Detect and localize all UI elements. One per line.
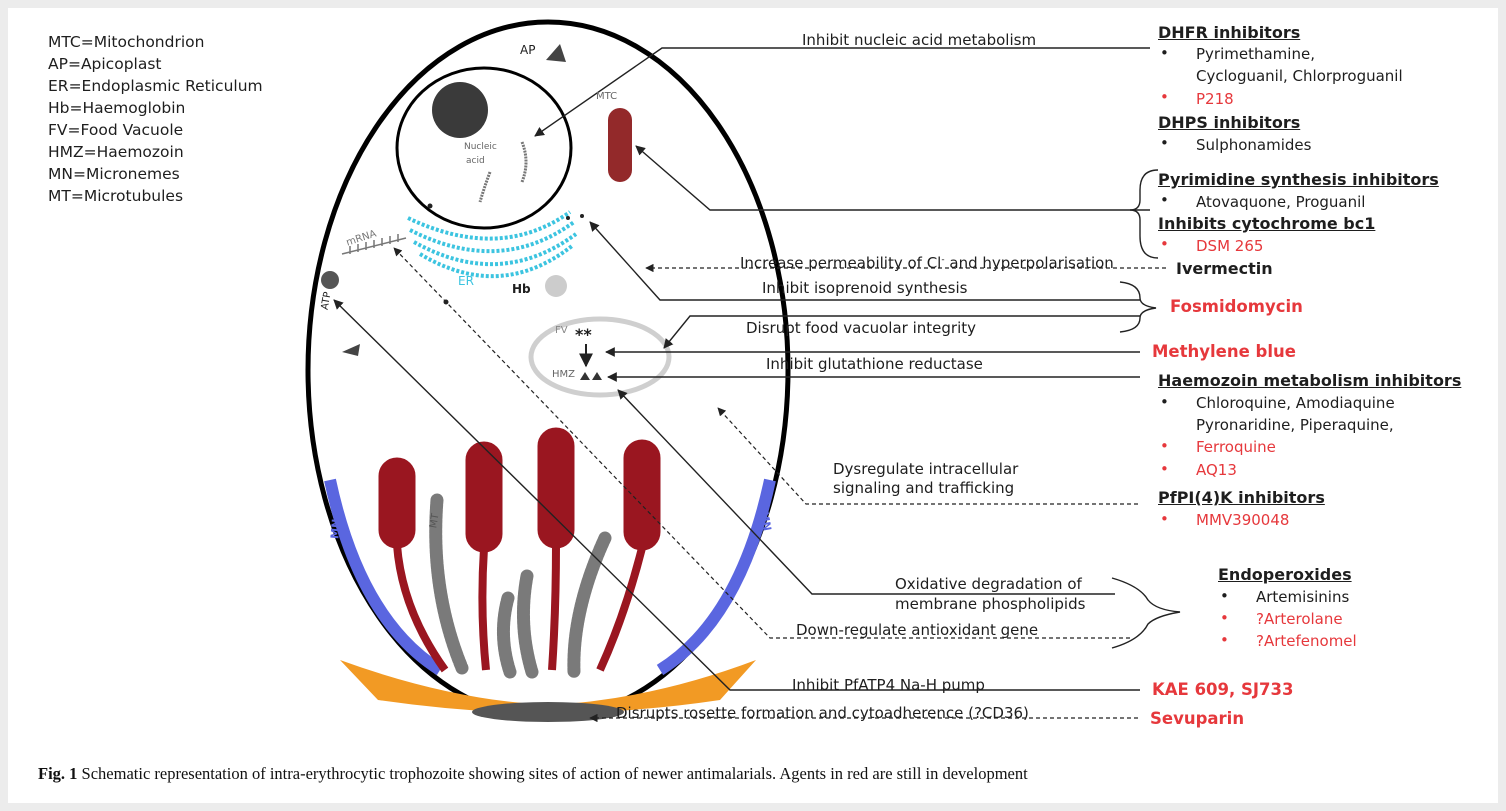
drug-header-dhfr: DHFR inhibitors bbox=[1158, 24, 1300, 42]
action-isoprenoid: Inhibit isoprenoid synthesis bbox=[762, 279, 967, 297]
drug-header-dhps: DHPS inhibitors bbox=[1158, 114, 1300, 132]
figure-caption: Fig. 1 Schematic representation of intra… bbox=[38, 765, 1478, 783]
drug-artemisinins: Artemisinins bbox=[1256, 588, 1349, 606]
drug-atovaquone: Atovaquone, Proguanil bbox=[1196, 193, 1365, 211]
label-acid: acid bbox=[466, 152, 485, 170]
drug-fosmidomycin: Fosmidomycin bbox=[1170, 298, 1303, 316]
legend-fv: FV=Food Vacuole bbox=[48, 121, 183, 139]
bullet: • bbox=[1220, 609, 1229, 627]
drug-sulphonamides: Sulphonamides bbox=[1196, 136, 1311, 154]
action-dysregulate-2: signaling and trafficking bbox=[833, 479, 1014, 497]
label-mt: MT bbox=[425, 512, 445, 530]
drug-header-pfpi4k: PfPI(4)K inhibitors bbox=[1158, 489, 1325, 507]
atp-shape bbox=[321, 271, 339, 289]
drug-mmv390048: MMV390048 bbox=[1196, 511, 1289, 529]
bullet: • bbox=[1220, 587, 1229, 605]
bullet: • bbox=[1160, 191, 1169, 209]
action-rosette: Disrupts rosette formation and cytoadher… bbox=[616, 704, 1029, 722]
legend-mt: MT=Microtubules bbox=[48, 187, 183, 205]
drug-header-bc1: Inhibits cytochrome bc1 bbox=[1158, 215, 1375, 233]
action-dysregulate-1: Dysregulate intracellular bbox=[833, 460, 1018, 478]
bullet: • bbox=[1160, 460, 1169, 478]
label-stars: ** bbox=[575, 326, 592, 344]
bullet: • bbox=[1160, 510, 1169, 528]
bullet: • bbox=[1160, 393, 1169, 411]
label-hmz: HMZ bbox=[552, 366, 575, 384]
label-fv: FV bbox=[555, 322, 568, 340]
bullet: • bbox=[1220, 631, 1229, 649]
drug-ivermectin: Ivermectin bbox=[1176, 260, 1273, 278]
isoprenoid-dot bbox=[580, 214, 584, 218]
base-disc bbox=[472, 702, 624, 722]
mitochondrion bbox=[608, 108, 632, 182]
bullet: • bbox=[1160, 88, 1169, 106]
bullet: • bbox=[1160, 134, 1169, 152]
label-ap: AP bbox=[520, 41, 535, 59]
legend-ap: AP=Apicoplast bbox=[48, 55, 162, 73]
drug-artefenomel: ?Artefenomel bbox=[1256, 632, 1357, 650]
drug-header-pyrimidine: Pyrimidine synthesis inhibitors bbox=[1158, 171, 1439, 189]
drug-p218: P218 bbox=[1196, 90, 1234, 108]
bullet: • bbox=[1160, 235, 1169, 253]
label-mtc: MTC bbox=[596, 88, 617, 106]
action-antioxidant: Down-regulate antioxidant gene bbox=[796, 621, 1038, 639]
legend-mn: MN=Micronemes bbox=[48, 165, 180, 183]
legend-hmz: HMZ=Haemozoin bbox=[48, 143, 184, 161]
legend-hb: Hb=Haemoglobin bbox=[48, 99, 185, 117]
action-permeability: Increase permeability of Cl- and hyperpo… bbox=[740, 251, 1114, 272]
haemoglobin-shape bbox=[545, 275, 567, 297]
caption-label: Fig. 1 bbox=[38, 764, 77, 783]
legend-er: ER=Endoplasmic Reticulum bbox=[48, 77, 263, 95]
drug-cycloguanil: Cycloguanil, Chlorproguanil bbox=[1196, 67, 1403, 85]
label-hb: Hb bbox=[512, 280, 531, 298]
label-er: ER bbox=[458, 272, 474, 290]
drug-header-endoperoxides: Endoperoxides bbox=[1218, 566, 1352, 584]
caption-text: Schematic representation of intra-erythr… bbox=[77, 764, 1027, 783]
action-oxidative-1: Oxidative degradation of bbox=[895, 575, 1082, 593]
nucleolus bbox=[432, 82, 488, 138]
drug-header-haemozoin: Haemozoin metabolism inhibitors bbox=[1158, 372, 1461, 390]
label-atp: ATP bbox=[317, 290, 338, 311]
drug-pyronaridine: Pyronaridine, Piperaquine, bbox=[1196, 416, 1394, 434]
legend-mtc: MTC=Mitochondrion bbox=[48, 33, 204, 51]
action-glutathione: Inhibit glutathione reductase bbox=[766, 355, 983, 373]
isoprenoid-dot bbox=[566, 216, 570, 220]
action-pfatp4: Inhibit PfATP4 Na-H pump bbox=[792, 676, 985, 694]
drug-pyrimethamine: Pyrimethamine, bbox=[1196, 45, 1315, 63]
brace-pyrimidine bbox=[1130, 170, 1158, 258]
bullet: • bbox=[1160, 437, 1169, 455]
action-nucleic-acid: Inhibit nucleic acid metabolism bbox=[802, 31, 1036, 49]
label-mn-left: MN bbox=[326, 518, 346, 540]
drug-aq13: AQ13 bbox=[1196, 461, 1237, 479]
drug-ferroquine: Ferroquine bbox=[1196, 438, 1276, 456]
label-mn-right: MN bbox=[754, 510, 775, 533]
drug-methylene-blue: Methylene blue bbox=[1152, 343, 1296, 361]
er-dot bbox=[428, 204, 433, 209]
drug-kae609-sj733: KAE 609, SJ733 bbox=[1152, 681, 1294, 699]
drug-dsm265: DSM 265 bbox=[1196, 237, 1263, 255]
brace-fosmidomycin bbox=[1120, 282, 1156, 332]
action-vacuolar-integrity: Disrupt food vacuolar integrity bbox=[746, 319, 976, 337]
bullet: • bbox=[1160, 44, 1169, 62]
drug-sevuparin: Sevuparin bbox=[1150, 710, 1244, 728]
drug-arterolane: ?Arterolane bbox=[1256, 610, 1343, 628]
action-oxidative-2: membrane phospholipids bbox=[895, 595, 1085, 613]
drug-chloroquine: Chloroquine, Amodiaquine bbox=[1196, 394, 1395, 412]
